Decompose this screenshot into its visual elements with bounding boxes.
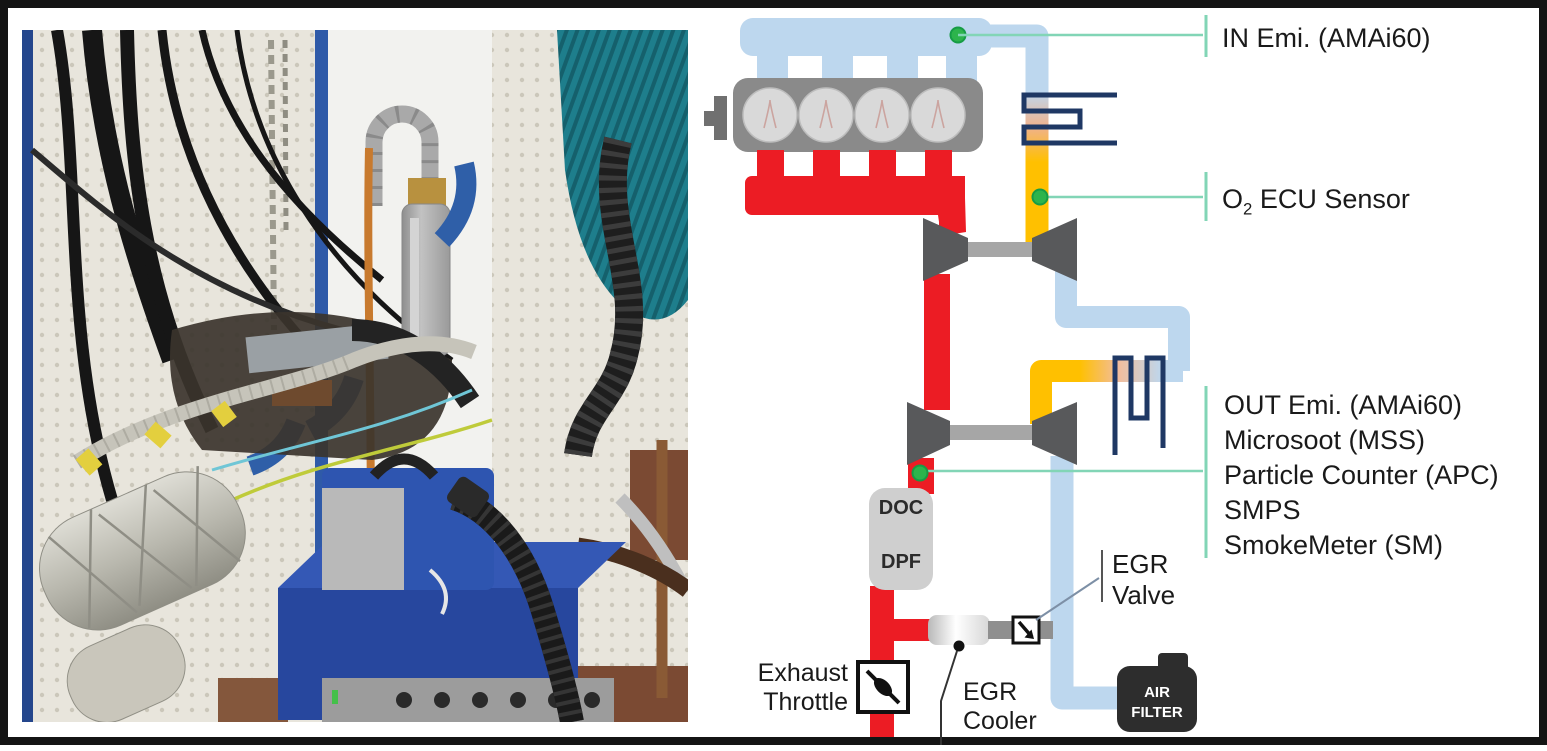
- interstage-pipe: [1030, 360, 1183, 424]
- label-egr-valve: EGR Valve: [1112, 549, 1175, 611]
- label-egr-valve-line2: Valve: [1112, 580, 1176, 610]
- label-o2-ecu-sensor: O2 ECU Sensor: [1222, 182, 1410, 226]
- out-emissions-sampling-point: [911, 464, 929, 482]
- exhaust-manifold: [745, 150, 966, 236]
- turbo2-compressor: [1032, 402, 1077, 465]
- turbo1-turbine: [923, 218, 968, 281]
- engine-schematic: [704, 15, 1208, 745]
- label-exhaust-throttle: Exhaust Throttle: [748, 659, 848, 717]
- label-out-emissions: OUT Emi. (AMAi60): [1224, 390, 1463, 420]
- intercooler-coil: [1112, 355, 1166, 455]
- label-filter: FILTER: [1131, 704, 1183, 721]
- rig-frame-post-left: [22, 30, 33, 722]
- label-doc: DOC: [878, 497, 924, 519]
- hose-ribs: [564, 136, 644, 458]
- turbocharger-1: [923, 218, 1077, 281]
- braided-steel-hose: [72, 336, 477, 469]
- insulated-muffler-end: [66, 624, 186, 722]
- braid-texture: [72, 353, 357, 469]
- thin-wire-green: [231, 418, 493, 502]
- label-air: AIR: [1144, 684, 1170, 701]
- portable-sampler-device: [322, 453, 584, 722]
- o2-sensor-dot: [1031, 188, 1049, 206]
- thin-wire-cyan: [211, 388, 473, 472]
- label-dpf: DPF: [881, 551, 921, 573]
- air-filter-block: [1117, 653, 1197, 732]
- leader-lines: [920, 15, 1208, 558]
- label-microsoot: Microsoot (MSS): [1224, 425, 1426, 455]
- label-out-instruments: OUT Emi. (AMAi60) Microsoot (MSS) Partic…: [1224, 388, 1499, 563]
- turbo2-turbine: [907, 402, 950, 465]
- label-particle-counter: Particle Counter (APC): [1224, 460, 1499, 490]
- blue-cabinet: [278, 542, 626, 722]
- compressor1-outlet-pipe: [1055, 266, 1190, 371]
- insulated-muffler: [39, 466, 246, 631]
- egr-pipe-left: [988, 621, 1016, 639]
- label-smokemeter: SmokeMeter (SM): [1224, 530, 1444, 560]
- label-smps: SMPS: [1224, 495, 1301, 525]
- intake-manifold: [740, 18, 992, 82]
- label-egr-cooler: EGR Cooler: [963, 678, 1037, 736]
- charge-air-pipe: [975, 24, 1049, 243]
- exhaust-throttle-icon: [856, 660, 910, 714]
- label-egr-valve-line1: EGR: [1112, 549, 1169, 579]
- egr-valve-icon: [1011, 615, 1041, 645]
- egr-cooler-leader: [940, 640, 965, 745]
- injector-spray-marks: [763, 99, 945, 129]
- egr-valve-leader: [1035, 550, 1103, 621]
- turbocharger-2: [907, 402, 1077, 465]
- hanging-chain: [268, 39, 277, 331]
- doc-dpf-block: [869, 488, 933, 590]
- label-in-emissions: IN Emi. (AMAi60): [1222, 23, 1431, 53]
- label-exhaust: Exhaust: [757, 659, 848, 687]
- egr-cooler-body: [928, 615, 990, 645]
- label-egr-cooler-line2: Cooler: [963, 707, 1037, 735]
- turbo1-shaft: [966, 242, 1034, 257]
- floor-brick-3: [218, 678, 288, 722]
- engine-test-bench-photo: [22, 30, 688, 722]
- intake-air-pipe: [1050, 456, 1122, 710]
- label-throttle: Throttle: [763, 688, 848, 716]
- turbo2-shaft: [948, 425, 1034, 440]
- hanging-chain-2: [282, 39, 289, 231]
- egr-cooler-coil-top: [1021, 92, 1117, 146]
- gray-sensor-device: [365, 105, 451, 357]
- engine-block: [704, 78, 983, 152]
- label-air-filter: AIR FILTER: [1117, 683, 1197, 723]
- o2-base: O: [1222, 184, 1244, 214]
- yellow-tape-bands: [75, 400, 237, 476]
- label-egr-cooler-line1: EGR: [963, 678, 1018, 706]
- o2-rest: ECU Sensor: [1252, 184, 1410, 214]
- turbo1-compressor: [1032, 218, 1077, 281]
- o2-subscript: 2: [1243, 199, 1253, 219]
